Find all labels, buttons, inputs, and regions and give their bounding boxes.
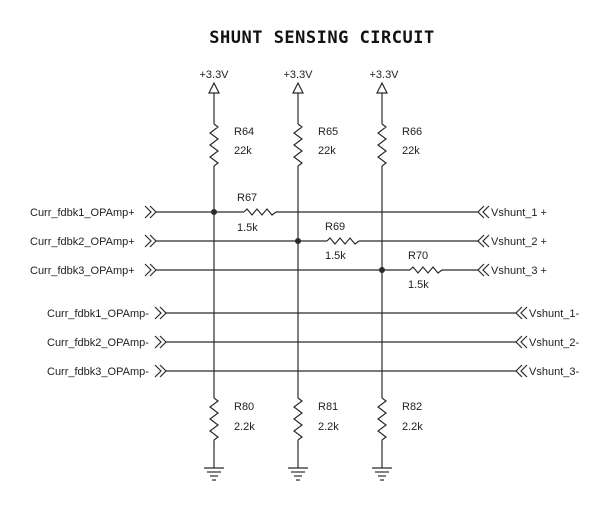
resistor-r67 [243, 208, 277, 216]
offpage-connector-icon [144, 205, 152, 219]
net-label-curr-fdbk1-minus: Curr_fdbk1_OPAmp- [47, 308, 149, 320]
junction-dot [211, 209, 217, 215]
resistor-r69 [326, 237, 360, 245]
supply-label-1: +3.3V [199, 69, 229, 81]
r66-ref: R66 [402, 126, 422, 138]
r80-value: 2.2k [234, 421, 255, 433]
net-label-vshunt2-minus: Vshunt_2- [529, 337, 579, 349]
r64-ref: R64 [234, 126, 254, 138]
resistor-r82 [377, 397, 387, 441]
offpage-connector-icon [515, 364, 523, 378]
r69-ref: R69 [325, 221, 345, 233]
net-label-vshunt3-plus: Vshunt_3 + [491, 265, 547, 277]
minus-net-1: Curr_fdbk1_OPAmp- Vshunt_1- [47, 306, 579, 320]
ground-icon [204, 467, 224, 481]
ground-icon [288, 467, 308, 481]
offpage-connector-icon [515, 335, 523, 349]
offpage-connector-icon [515, 306, 523, 320]
plus-net-1: Curr_fdbk1_OPAmp+ Vshunt_1 + R67 1.5k [30, 192, 547, 234]
r65-value: 22k [318, 145, 336, 157]
supply-label-2: +3.3V [283, 69, 313, 81]
net-label-vshunt2-plus: Vshunt_2 + [491, 236, 547, 248]
supply-label-3: +3.3V [369, 69, 399, 81]
net-label-vshunt1-minus: Vshunt_1- [529, 308, 579, 320]
net-label-curr-fdbk2-minus: Curr_fdbk2_OPAmp- [47, 337, 149, 349]
plus-net-2: Curr_fdbk2_OPAmp+ Vshunt_2 + R69 1.5k [30, 221, 547, 262]
offpage-connector-icon [154, 306, 162, 320]
resistor-r80 [209, 397, 219, 441]
column-3: +3.3V R66 22k R82 2.2k [369, 69, 423, 481]
offpage-connector-icon [154, 364, 162, 378]
plus-net-3: Curr_fdbk3_OPAmp+ Vshunt_3 + R70 1.5k [30, 250, 547, 291]
minus-net-2: Curr_fdbk2_OPAmp- Vshunt_2- [47, 335, 579, 349]
junction-dot [295, 238, 301, 244]
column-2: +3.3V R65 22k R81 2.2k [283, 69, 339, 481]
offpage-connector-icon [154, 335, 162, 349]
net-label-curr-fdbk1-plus: Curr_fdbk1_OPAmp+ [30, 207, 135, 219]
supply-arrow-2 [292, 81, 304, 94]
supply-arrow-1 [208, 81, 220, 94]
r81-ref: R81 [318, 401, 338, 413]
offpage-connector-icon [477, 234, 485, 248]
resistor-r65 [293, 123, 303, 167]
r65-ref: R65 [318, 126, 338, 138]
offpage-connector-icon [477, 205, 485, 219]
r82-ref: R82 [402, 401, 422, 413]
resistor-r70 [409, 266, 443, 274]
resistor-r64 [209, 123, 219, 167]
resistor-r66 [377, 123, 387, 167]
junction-dot [379, 267, 385, 273]
offpage-connector-icon [144, 263, 152, 277]
r70-ref: R70 [408, 250, 428, 262]
r64-value: 22k [234, 145, 252, 157]
supply-arrow-3 [376, 81, 388, 94]
net-label-curr-fdbk3-plus: Curr_fdbk3_OPAmp+ [30, 265, 135, 277]
net-label-vshunt1-plus: Vshunt_1 + [491, 207, 547, 219]
net-label-curr-fdbk3-minus: Curr_fdbk3_OPAmp- [47, 366, 149, 378]
r81-value: 2.2k [318, 421, 339, 433]
r66-value: 22k [402, 145, 420, 157]
r80-ref: R80 [234, 401, 254, 413]
resistor-r81 [293, 397, 303, 441]
diagram-title: SHUNT SENSING CIRCUIT [209, 28, 434, 48]
r69-value: 1.5k [325, 250, 346, 262]
offpage-connector-icon [144, 234, 152, 248]
r82-value: 2.2k [402, 421, 423, 433]
net-label-curr-fdbk2-plus: Curr_fdbk2_OPAmp+ [30, 236, 135, 248]
r70-value: 1.5k [408, 279, 429, 291]
r67-ref: R67 [237, 192, 257, 204]
offpage-connector-icon [477, 263, 485, 277]
column-1: +3.3V R64 22k R80 2.2k [199, 69, 255, 481]
net-label-vshunt3-minus: Vshunt_3- [529, 366, 579, 378]
ground-icon [372, 467, 392, 481]
minus-net-3: Curr_fdbk3_OPAmp- Vshunt_3- [47, 364, 579, 378]
r67-value: 1.5k [237, 222, 258, 234]
